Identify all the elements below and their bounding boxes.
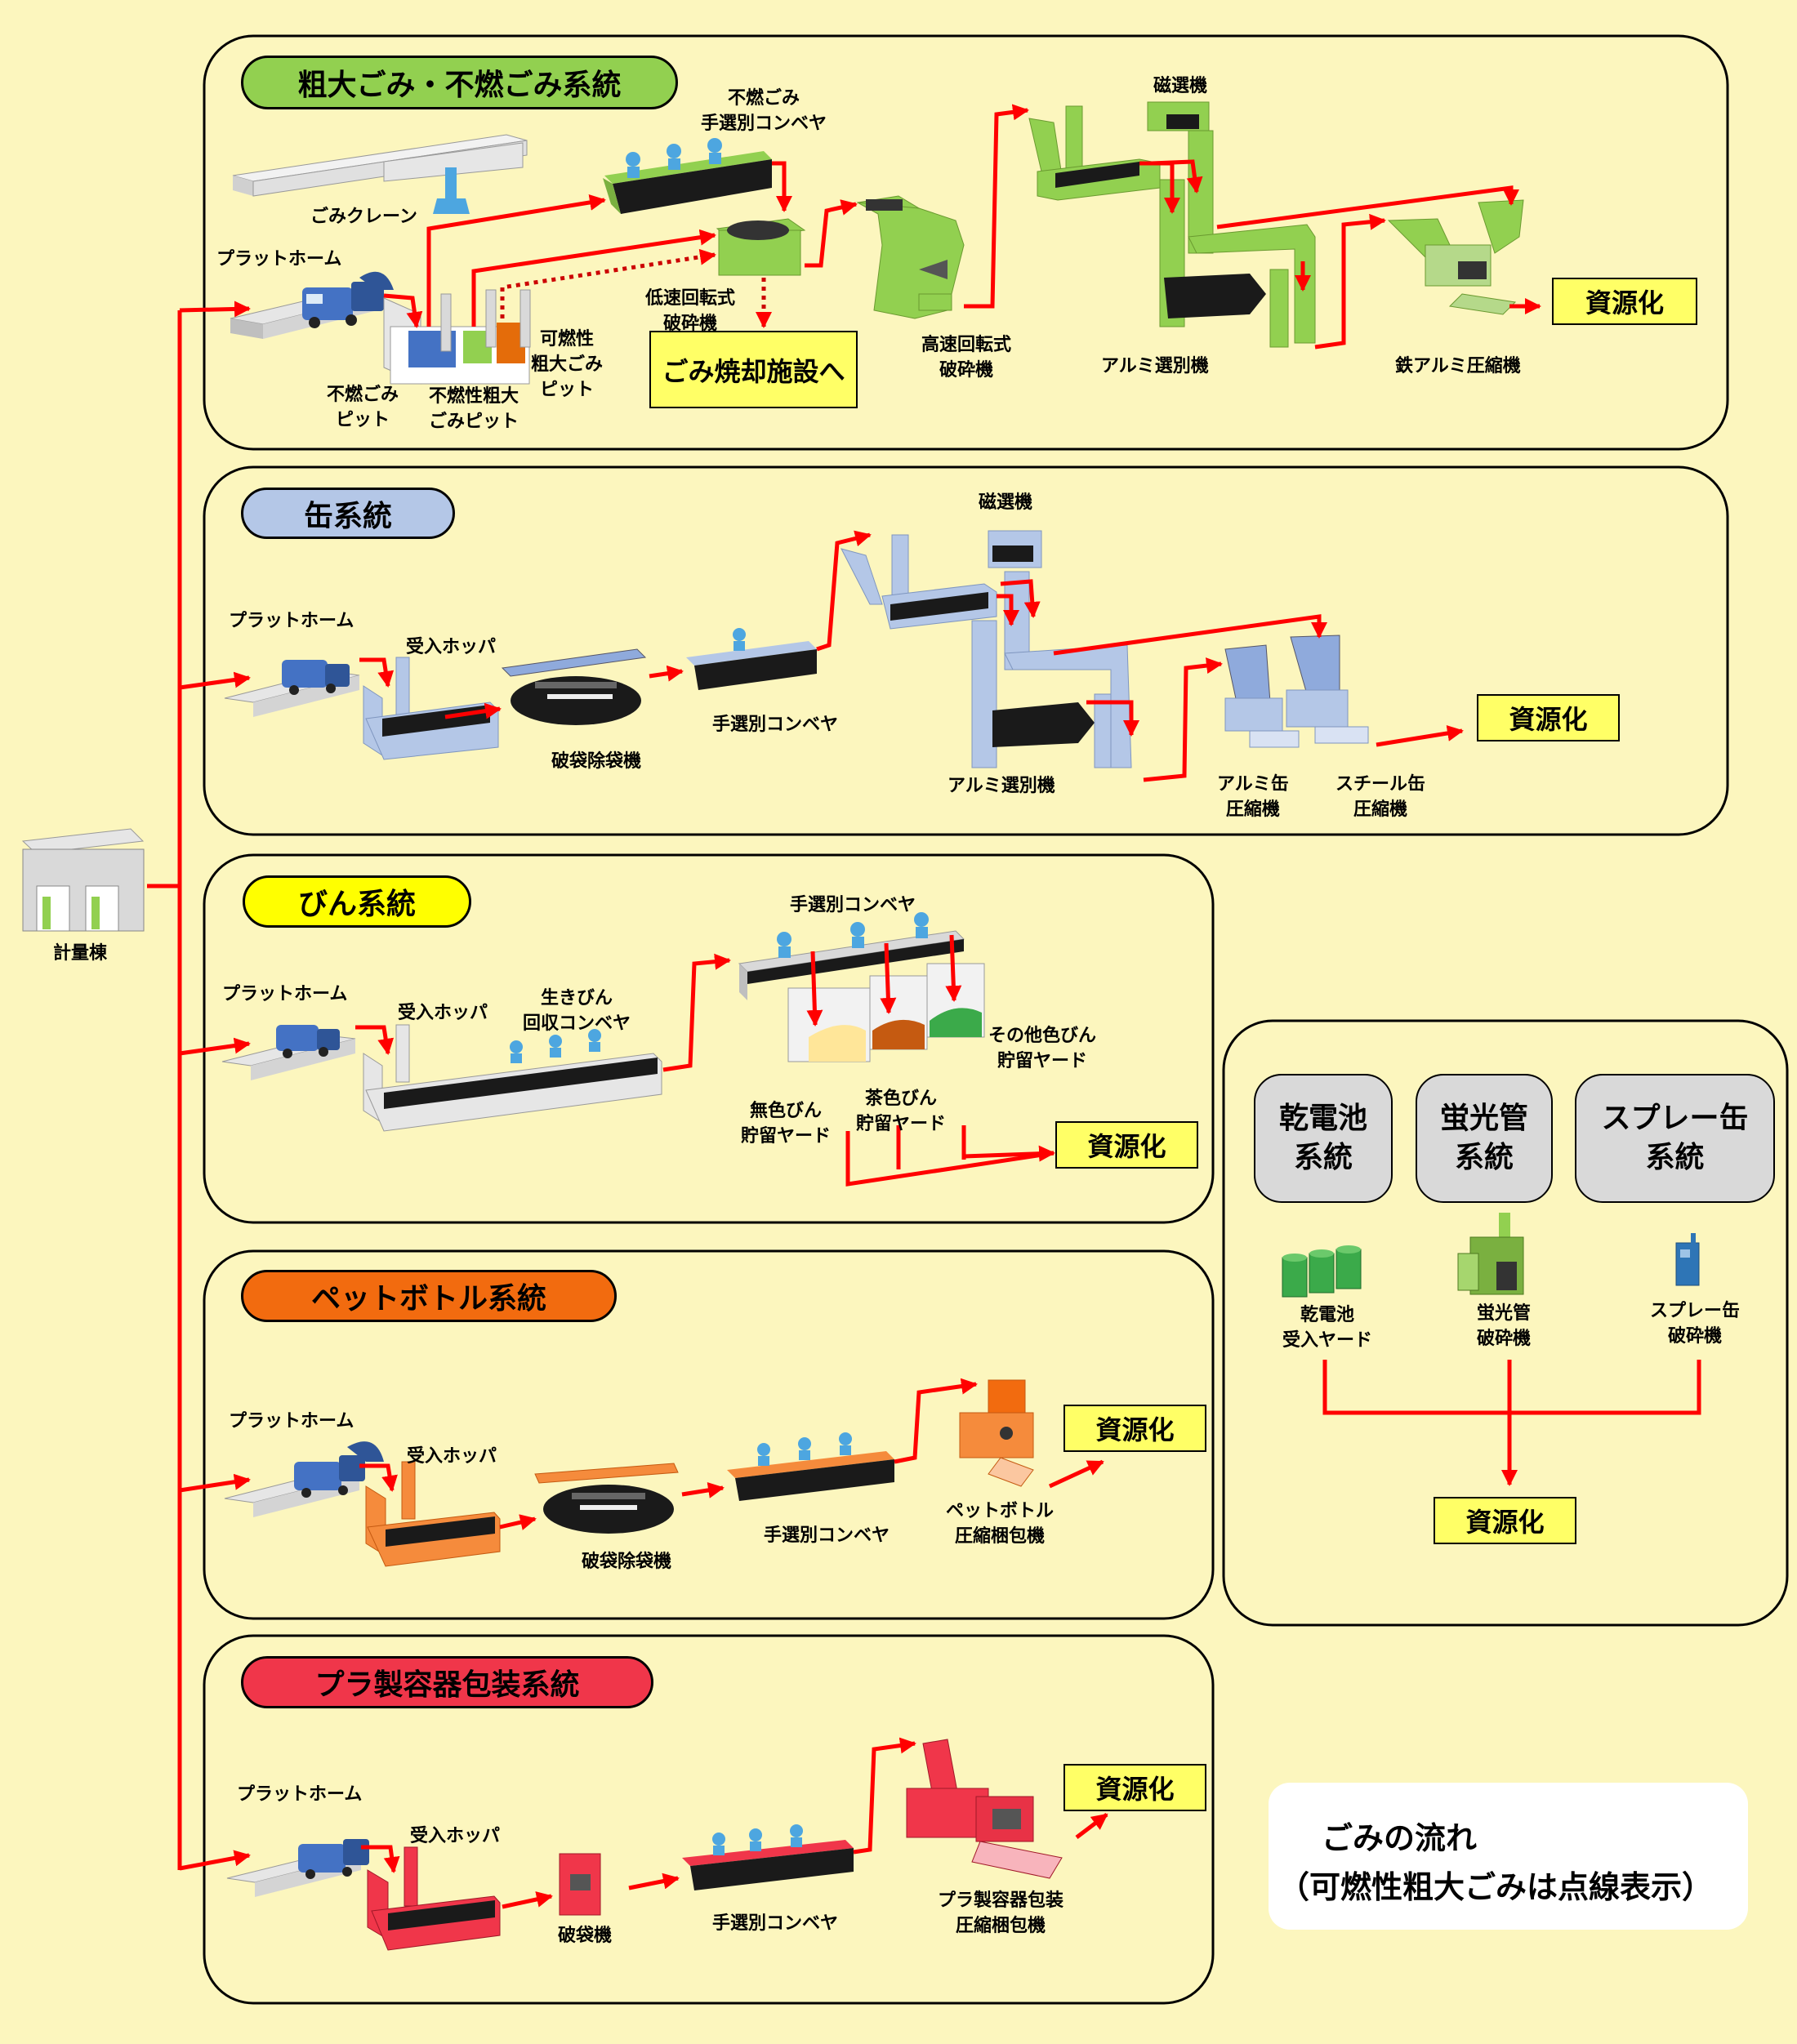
pla-result-box: 資源化: [1063, 1764, 1206, 1811]
pet-receiving-hopper: [365, 1461, 501, 1567]
legend-box: [1269, 1783, 1748, 1930]
pla-platform-label: プラットホーム: [237, 1784, 363, 1805]
sodai-funen-pit-label: 不燃ごみピット: [327, 385, 399, 430]
spray-can-crusher-label: スプレー缶破砕機: [1650, 1301, 1741, 1347]
bin-hopper-label: 受入ホッパ: [398, 1003, 488, 1023]
pet-title: ペットボトル系統: [241, 1270, 617, 1322]
fluorescent-crusher-label: 蛍光管破砕機: [1477, 1303, 1532, 1349]
spray-can-system-pill: スプレー缶系統: [1575, 1074, 1775, 1203]
pet-hand-sorting-conveyor: [727, 1432, 894, 1501]
battery-drums-illustration: [1282, 1245, 1362, 1298]
sodai-low-speed-crusher-label: 低速回転式破砕機: [645, 288, 736, 334]
kan-flow: [359, 530, 1464, 782]
pet-platform-label: プラットホーム: [229, 1411, 354, 1432]
kan-receiving-hopper: [363, 657, 499, 760]
pet-hand-sort-label: 手選別コンベヤ: [764, 1525, 890, 1546]
pla-baler-label: プラ製容器包装圧縮梱包機: [938, 1890, 1064, 1936]
bin-brown-label: 茶色びん貯留ヤード: [856, 1089, 947, 1134]
pla-hand-sorting-conveyor: [682, 1824, 854, 1890]
bin-other-color-label: その他色びん貯留ヤード: [988, 1026, 1097, 1071]
pet-baler: [959, 1379, 1034, 1487]
kan-aluminum-separator-label: アルミ選別機: [948, 776, 1055, 796]
pla-title: プラ製容器包装系統: [241, 1656, 653, 1708]
keiryo-building-illustration: [21, 828, 145, 932]
sodai-magnet-aluminum-separator: [1028, 101, 1316, 348]
sodai-funen-sodai-pit-label: 不燃性粗大ごみピット: [429, 386, 519, 432]
sodai-title: 粗大ごみ・不燃ごみ系統: [241, 56, 678, 109]
pla-hopper-label: 受入ホッパ: [410, 1826, 501, 1846]
sodai-result-box: 資源化: [1552, 278, 1697, 325]
kan-aluminum-compressor-label: アルミ缶圧縮機: [1217, 774, 1289, 820]
spray-can-crusher-illustration: [1675, 1233, 1700, 1286]
sodai-combustible-flow: [500, 248, 772, 328]
pla-receiving-hopper: [367, 1846, 501, 1951]
bin-platform-truck: [221, 1025, 356, 1080]
fluorescent-system-pill: 蛍光管系統: [1416, 1074, 1553, 1203]
sodai-fe-al-compressor: [1387, 199, 1524, 315]
pla-bag-breaker-label: 破袋機: [558, 1926, 613, 1946]
dry-battery-system-pill: 乾電池系統: [1254, 1074, 1393, 1203]
kan-result-box: 資源化: [1477, 694, 1620, 741]
kan-title: 缶系統: [241, 488, 455, 539]
sodai-aluminum-separator-label: アルミ選別機: [1101, 356, 1209, 376]
bin-result-box: 資源化: [1055, 1121, 1198, 1169]
sodai-crane-label: ごみクレーン: [310, 207, 417, 227]
kan-platform-truck: [224, 660, 360, 717]
bin-hand-sort-label: 手選別コンベヤ: [790, 895, 916, 915]
kan-hand-sorting-conveyor: [686, 628, 817, 690]
kan-platform-label: プラットホーム: [229, 611, 354, 631]
sodai-kanen-pit-label: 可燃性粗大ごみピット: [531, 329, 604, 400]
pet-platform-truck: [224, 1441, 384, 1517]
sodai-high-speed-crusher: [856, 195, 965, 319]
pet-bag-breaker-label: 破袋除袋機: [582, 1552, 672, 1572]
kan-hand-sort-label: 手選別コンベヤ: [712, 715, 839, 735]
sodai-crane-illustration: [232, 134, 528, 214]
bin-sorting-station: [738, 912, 985, 1062]
panel-sodai: [203, 34, 1729, 451]
sodai-high-speed-crusher-label: 高速回転式破砕機: [921, 335, 1012, 381]
bin-ikibin-label: 生きびん回収コンベヤ: [523, 988, 631, 1034]
sodai-incineration-box: ごみ焼却施設へ: [649, 331, 858, 408]
pet-hopper-label: 受入ホッパ: [407, 1446, 497, 1467]
bin-platform-label: プラットホーム: [222, 984, 348, 1004]
sodai-flow: [383, 104, 1541, 350]
pla-flow: [361, 1737, 1108, 1909]
sodai-low-speed-crusher: [716, 218, 806, 276]
kan-bag-breaker: [501, 648, 647, 725]
legend-flow-label: ごみの流れ: [1322, 1820, 1478, 1856]
sodai-magnet-label: 磁選機: [1153, 76, 1208, 96]
pla-bag-breaker: [559, 1853, 601, 1916]
pla-platform-truck: [226, 1839, 369, 1897]
sodai-platform-truck: [230, 271, 394, 339]
pla-hand-sort-label: 手選別コンベヤ: [712, 1913, 839, 1934]
bin-title: びん系統: [243, 875, 471, 928]
legend-note-label: （可燃性粗大ごみは点線表示）: [1278, 1869, 1714, 1905]
bin-colorless-label: 無色びん貯留ヤード: [741, 1101, 832, 1147]
keiryo-label: 計量棟: [53, 943, 108, 964]
sodai-platform-label: プラットホーム: [216, 249, 342, 269]
dry-battery-yard-label: 乾電池受入ヤード: [1282, 1305, 1373, 1351]
sodai-hand-sort-label: 不燃ごみ手選別コンベヤ: [701, 88, 827, 134]
bin-flow: [355, 934, 1055, 1187]
fluorescent-crusher-illustration: [1457, 1213, 1524, 1295]
kan-steel-compressor-label: スチール缶圧縮機: [1335, 774, 1426, 820]
kan-magnet-label: 磁選機: [979, 492, 1033, 513]
pet-bag-breaker: [534, 1463, 679, 1534]
pet-flow: [359, 1378, 1104, 1530]
trunk-flow: [147, 301, 251, 1871]
pla-baler: [906, 1739, 1063, 1879]
sodai-hand-sorting-conveyor: [603, 138, 772, 214]
others-result-box: 資源化: [1434, 1497, 1576, 1544]
pet-baler-label: ペットボトル圧縮梱包機: [946, 1501, 1055, 1547]
bin-hopper-conveyor: [363, 1024, 662, 1132]
kan-hopper-label: 受入ホッパ: [406, 637, 497, 657]
kan-compressors: [1224, 635, 1369, 748]
sodai-compressor-label: 鉄アルミ圧縮機: [1395, 356, 1521, 376]
kan-bag-breaker-label: 破袋除袋機: [551, 751, 642, 772]
others-flow: [1322, 1360, 1701, 1486]
pet-result-box: 資源化: [1063, 1405, 1206, 1452]
